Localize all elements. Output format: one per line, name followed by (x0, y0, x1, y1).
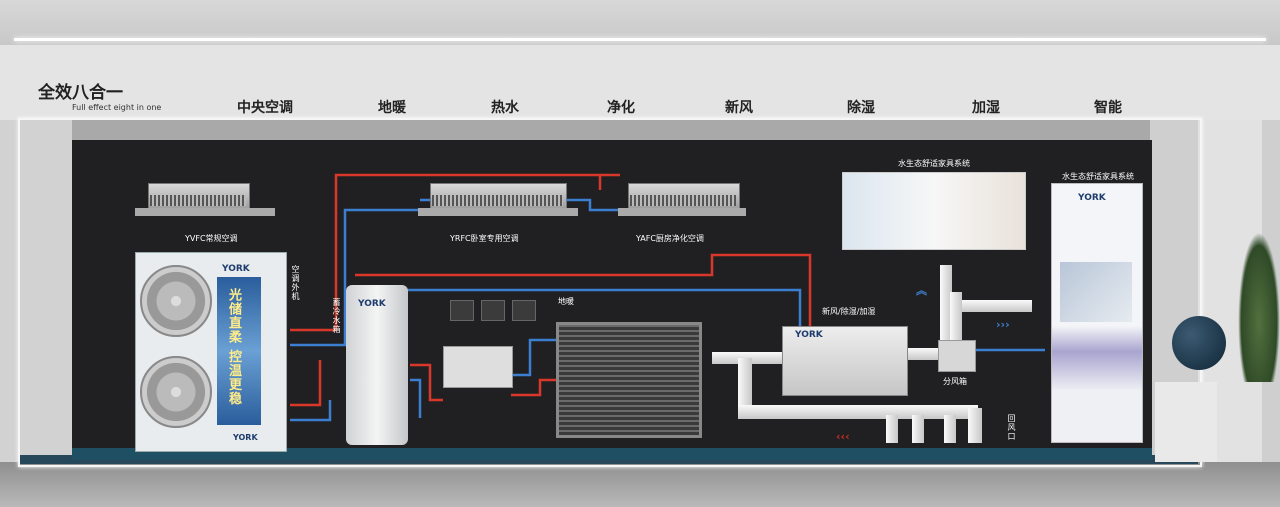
feature-label: 加湿 (972, 100, 1000, 116)
wall-base-stripe (72, 448, 1152, 460)
control-panel (450, 300, 474, 321)
return-pipe (290, 208, 420, 347)
return-pipe (290, 400, 332, 422)
ac-grille (630, 195, 736, 206)
feature-label: 中央空调 (237, 100, 293, 116)
light-frame (18, 118, 1202, 467)
flow-arrow-icon: ››› (996, 318, 1010, 331)
feature-label: 净化 (607, 100, 635, 116)
panel-title: 水生态舒适家具系统 (898, 159, 970, 168)
fan-icon (140, 265, 212, 337)
yrfc-label: YRFC卧室专用空调 (450, 234, 519, 243)
floor (0, 462, 1280, 507)
air-duct (962, 300, 1032, 312)
air-duct (905, 348, 941, 360)
split-air-box (938, 340, 976, 372)
buffer-box (443, 346, 513, 388)
water-tank (346, 285, 408, 445)
air-duct (950, 292, 962, 342)
lifestyle-image-panel (842, 172, 1026, 250)
air-duct (738, 405, 978, 419)
return-pipe (410, 378, 422, 418)
outdoor-unit-label: 空调外机 (291, 265, 300, 301)
air-duct (886, 415, 898, 443)
yvfc-label: YVFC常规空调 (185, 234, 238, 243)
ac-grille (150, 195, 246, 206)
banner-house-image (1060, 262, 1132, 322)
supply-pipe (290, 360, 322, 407)
outdoor-slogan: 光储直柔 控温更稳 (226, 288, 241, 406)
ac-panel (618, 208, 746, 216)
page-subtitle: Full effect eight in one (72, 103, 162, 112)
outdoor-unit-graphic (217, 277, 261, 425)
return-air-label: 回风口 (1007, 414, 1016, 441)
split-box-label: 分风箱 (943, 377, 967, 386)
ceiling-light-strip (14, 38, 1266, 41)
supply-pipe (511, 378, 556, 397)
banner-title: 水生态舒适家具系统 (1062, 172, 1134, 181)
fresh-air-unit (782, 326, 908, 396)
left-wall (0, 120, 72, 462)
ceiling (0, 0, 1280, 45)
york-logo: YORK (358, 299, 386, 309)
fresh-air-label: 新风/除湿/加湿 (822, 307, 876, 316)
air-duct (738, 358, 752, 413)
feature-label: 除湿 (847, 100, 875, 116)
return-pipe (511, 338, 556, 377)
control-panel (512, 300, 536, 321)
feature-label: 地暖 (378, 100, 406, 116)
york-logo: YORK (222, 264, 250, 274)
york-logo: YORK (1078, 193, 1106, 203)
yafc-label: YAFC厨房净化空调 (636, 234, 704, 243)
feature-label: 热水 (491, 100, 519, 116)
feature-label: 新风 (725, 100, 753, 116)
air-duct (912, 415, 924, 443)
header-band (0, 45, 1280, 120)
floor-heating-coil (556, 322, 702, 438)
page-title: 全效八合一 (38, 83, 123, 103)
plant (1238, 232, 1280, 382)
supply-pipe (290, 173, 420, 332)
control-panel (481, 300, 505, 321)
ac-grille (432, 195, 563, 206)
water-tank-label: 蓄冷水箱 (332, 298, 341, 334)
supply-pipe (355, 253, 812, 345)
feature-label: 智能 (1094, 100, 1122, 116)
floor-heating-label: 地暖 (558, 297, 574, 306)
air-duct (940, 265, 952, 343)
air-duct (944, 415, 956, 443)
decor-sphere (1172, 316, 1226, 370)
york-logo: YORK (233, 433, 258, 442)
flow-arrow-icon: ︽ (916, 284, 927, 297)
flow-arrow-icon: ‹‹‹ (836, 430, 850, 443)
ac-panel (135, 208, 275, 216)
york-logo: YORK (795, 330, 823, 340)
ac-panel (418, 208, 578, 216)
supply-pipe (410, 363, 443, 402)
return-pipe (370, 288, 802, 330)
side-table (1155, 382, 1217, 462)
air-duct (968, 408, 982, 443)
fan-icon (140, 356, 212, 428)
